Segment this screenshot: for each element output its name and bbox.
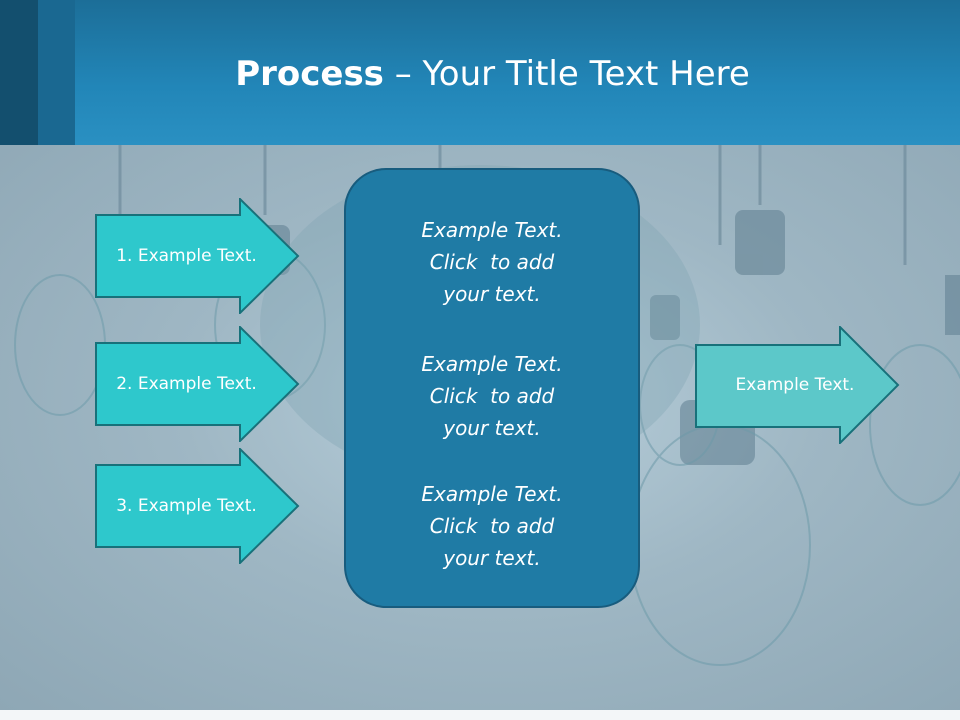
- center-text-line: Example Text.: [421, 482, 563, 506]
- center-text-line: your text.: [443, 416, 541, 440]
- center-text-block-2: Example Text. Click to add your text.: [346, 348, 638, 444]
- step-arrow-2[interactable]: 2. Example Text.: [95, 326, 300, 442]
- center-text-line: Example Text.: [421, 218, 563, 242]
- accent-strip-medium: [38, 0, 75, 145]
- accent-strip-dark: [0, 0, 38, 145]
- slide-title[interactable]: Process – Your Title Text Here: [0, 52, 960, 96]
- result-arrow-label: Example Text.: [735, 375, 855, 395]
- center-text-line: Click to add: [429, 384, 555, 408]
- center-text-block-3: Example Text. Click to add your text.: [346, 478, 638, 574]
- title-bold: Process: [235, 54, 384, 94]
- step-arrow-1[interactable]: 1. Example Text.: [95, 198, 300, 314]
- title-rest: – Your Title Text Here: [383, 54, 750, 94]
- title-bar: Process – Your Title Text Here: [0, 0, 960, 145]
- center-text-line: your text.: [443, 282, 541, 306]
- center-text-line: your text.: [443, 546, 541, 570]
- arrow-right-icon: [95, 326, 300, 442]
- center-text-line: Example Text.: [421, 352, 563, 376]
- step-arrow-2-label: 2. Example Text.: [116, 374, 257, 394]
- step-arrow-3[interactable]: 3. Example Text.: [95, 448, 300, 564]
- step-arrow-1-label: 1. Example Text.: [116, 246, 257, 266]
- center-text-line: Click to add: [429, 514, 555, 538]
- arrow-right-icon: [95, 198, 300, 314]
- center-text-block-1: Example Text. Click to add your text.: [346, 214, 638, 310]
- arrow-right-icon: [95, 448, 300, 564]
- step-arrow-3-label: 3. Example Text.: [116, 496, 257, 516]
- bottom-strip: [0, 710, 960, 720]
- arrow-right-icon: [695, 326, 900, 444]
- center-text-line: Click to add: [429, 250, 555, 274]
- result-arrow[interactable]: Example Text.: [695, 326, 900, 444]
- center-text-box[interactable]: Example Text. Click to add your text. Ex…: [344, 168, 640, 608]
